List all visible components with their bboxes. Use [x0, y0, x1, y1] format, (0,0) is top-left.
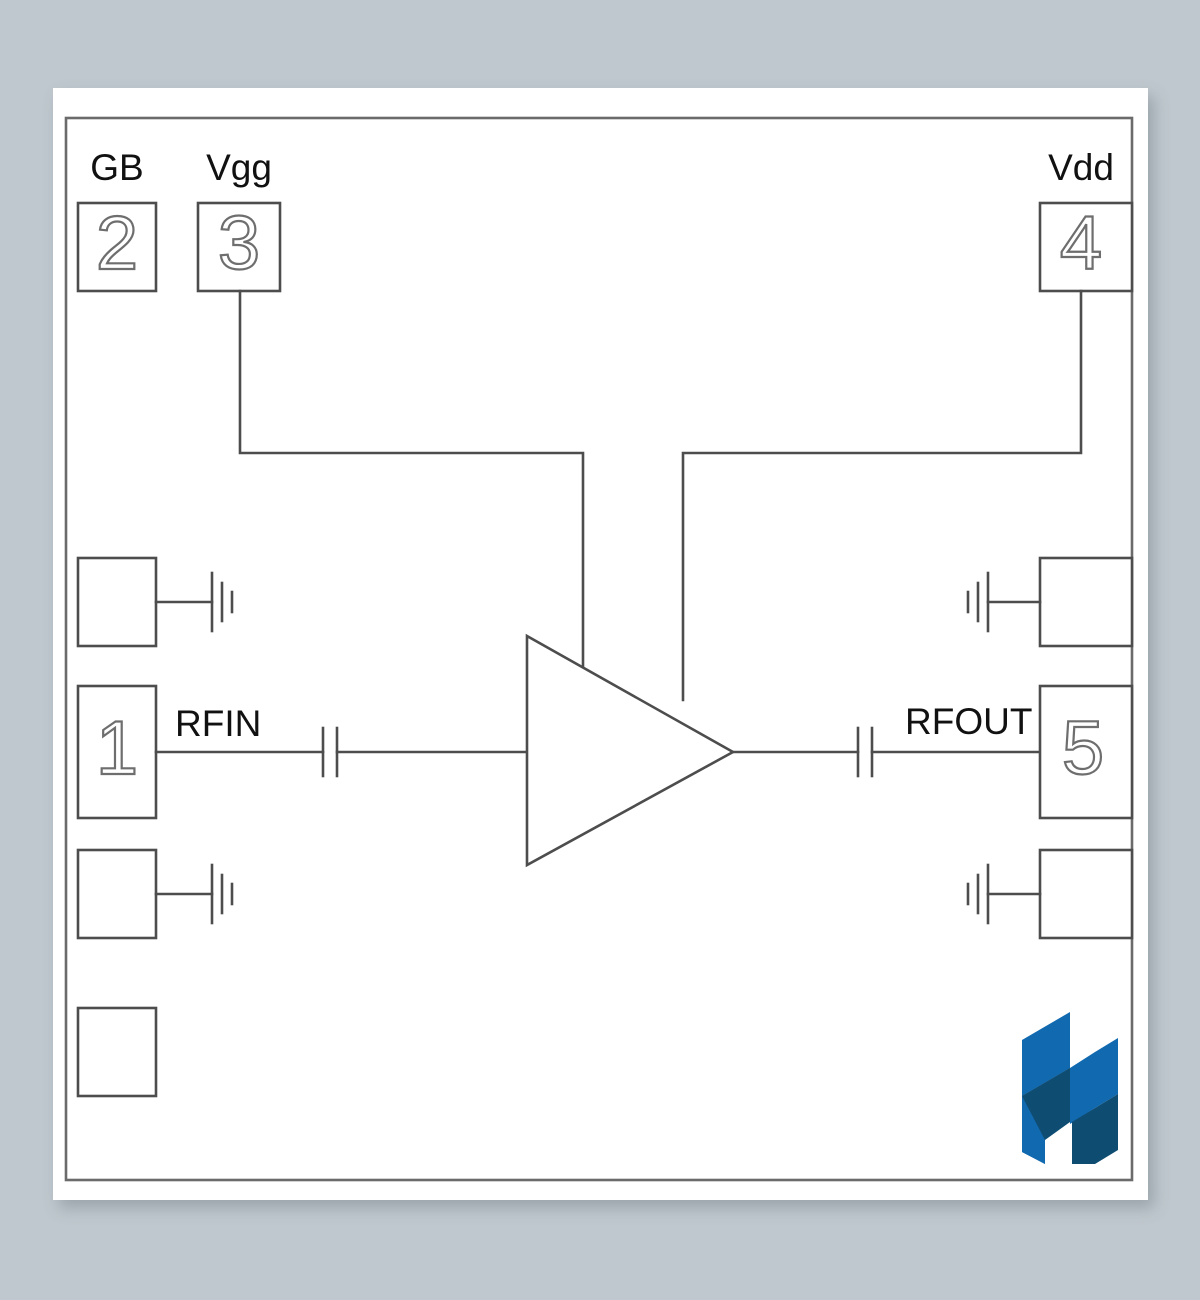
- pad-2-gb[interactable]: [76, 201, 158, 293]
- input-capacitor-icon: [321, 726, 339, 778]
- pad-4-number: 4: [1060, 201, 1102, 286]
- pad-ground-left-lower[interactable]: [76, 848, 158, 940]
- pin-label-vgg: Vgg: [206, 147, 272, 188]
- pad-5-number: 5: [1062, 706, 1104, 791]
- pad-3-number: 3: [218, 201, 260, 286]
- pad-1-number: 1: [96, 706, 138, 791]
- pin-label-vdd: Vdd: [1048, 147, 1114, 188]
- ground-icon-left-upper: [210, 571, 234, 633]
- pad-ground-left-upper[interactable]: [76, 556, 158, 648]
- vdd-trace: [681, 289, 1083, 702]
- output-capacitor-icon: [856, 726, 874, 778]
- ground-icon-left-lower: [210, 863, 234, 925]
- pad-2-number: 2: [96, 201, 138, 286]
- ground-icon-right-lower: [966, 863, 990, 925]
- pad-ground-right-upper[interactable]: [1038, 556, 1134, 648]
- amplifier-triangle[interactable]: [525, 633, 736, 868]
- pad-ground-right-lower[interactable]: [1038, 848, 1134, 940]
- pad-4-vdd[interactable]: [1038, 201, 1134, 293]
- macom-logo: [1022, 1012, 1118, 1164]
- ground-icon-right-upper: [966, 571, 990, 633]
- schematic-frame: [64, 116, 1134, 1182]
- signal-label-rfout: RFOUT: [905, 701, 1032, 742]
- signal-label-rfin: RFIN: [175, 703, 261, 744]
- pad-ground-left-bottom[interactable]: [76, 1006, 158, 1098]
- vgg-trace: [238, 289, 585, 680]
- pin-label-gb: GB: [90, 147, 143, 188]
- pad-5-rfout[interactable]: [1038, 684, 1134, 820]
